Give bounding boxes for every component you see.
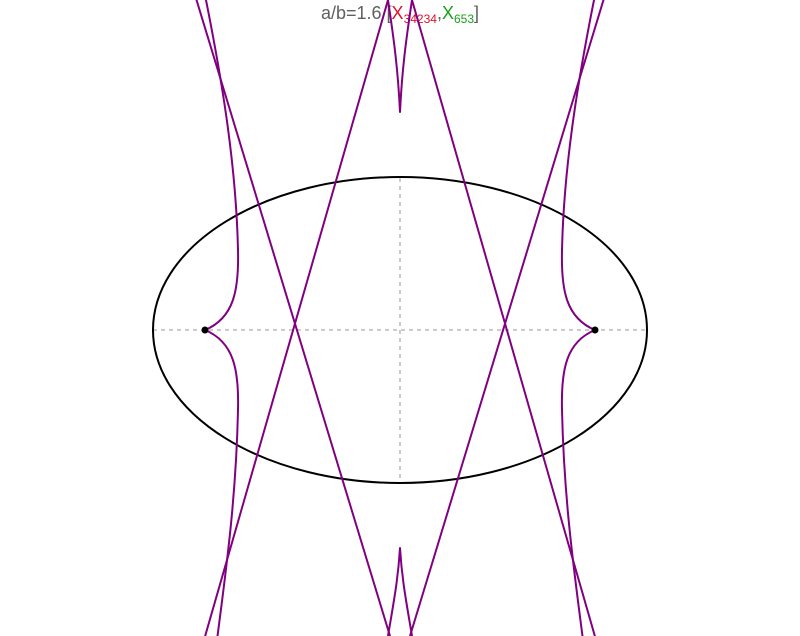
right-focus-point [591, 326, 599, 334]
title-x1: X34234 [391, 3, 437, 26]
right-cusp-curve-upper [560, 0, 596, 331]
left-focus-point [201, 326, 209, 334]
ellipse [152, 176, 648, 484]
cross-line-left-a [195, 0, 391, 636]
left-cusp-curve-lower [204, 329, 240, 636]
cross-line-right-a [409, 0, 605, 636]
cross-line-right-b [411, 0, 596, 636]
top-cusp [387, 0, 413, 113]
right-cusp-curve-lower [560, 329, 596, 636]
title-ratio: a/b=1.6 [ [320, 3, 392, 23]
title-close: ] [474, 3, 480, 23]
title-x2: X653 [441, 3, 474, 26]
diagram-title: a/b=1.6 [X34234,X653] [0, 2, 800, 26]
title-comma: , [436, 3, 442, 23]
cross-line-left-b [204, 0, 389, 636]
bottom-cusp [387, 547, 413, 636]
left-cusp-curve-upper [204, 0, 240, 331]
